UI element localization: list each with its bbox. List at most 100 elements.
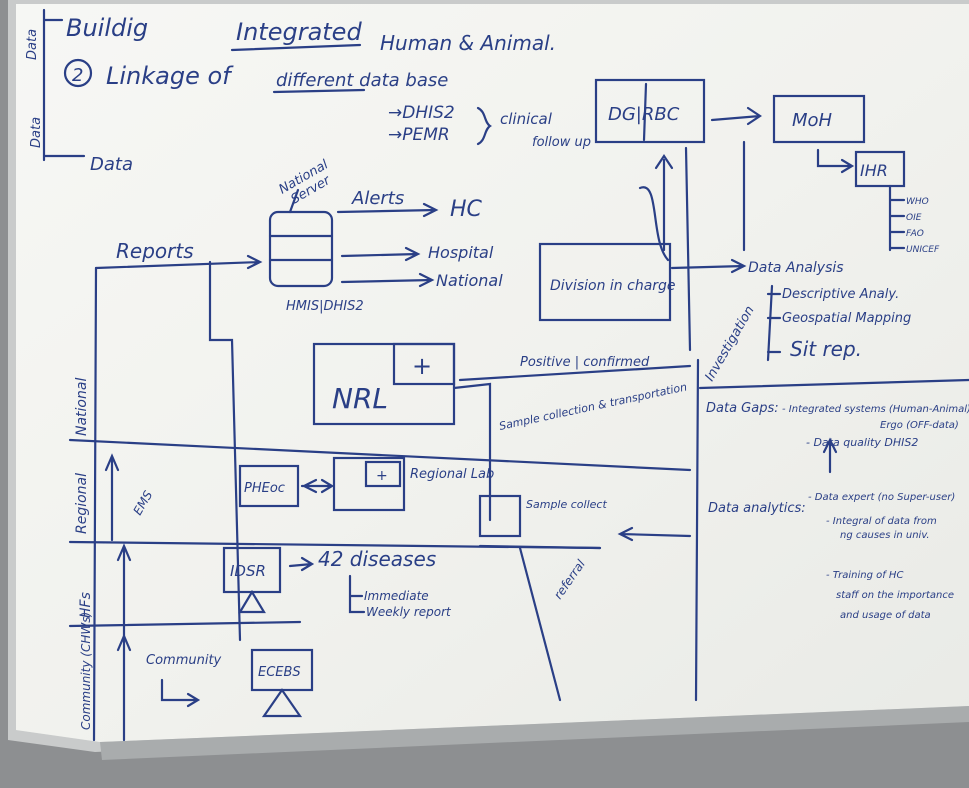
axis-arrow-3: [116, 633, 132, 742]
text-descriptive: Descriptive Analy.: [782, 287, 899, 302]
text-clinical: clinical: [500, 110, 553, 128]
text-hmis: HMIS|DHIS2: [286, 299, 364, 314]
text-ihr: IHR: [860, 161, 888, 180]
text-dg-rbc: DG|RBC: [608, 104, 680, 125]
text-integrated: Integrated: [236, 18, 362, 46]
text-moh: MoH: [792, 110, 833, 131]
text-ihr-4: UNICEF: [906, 245, 940, 255]
text-gap-2: - Data quality DHIS2: [806, 436, 918, 449]
text-analytics-3: - Training of HC: [826, 570, 903, 581]
positive-line: [458, 364, 692, 382]
arrow-dg-moh: [710, 106, 762, 126]
text-idsr: IDSR: [230, 562, 266, 580]
text-pemr: →PEMR: [388, 125, 450, 145]
arrow-national: [340, 272, 435, 288]
nrl-plus-box: [392, 342, 456, 386]
margin-bracket: [42, 8, 86, 162]
divider-national: [68, 438, 692, 472]
dg-divider: [642, 82, 648, 142]
marker-tray: [100, 706, 969, 760]
divider-hf: [68, 620, 302, 628]
arrow-up-dg: [654, 154, 674, 252]
text-nrl: NRL: [332, 382, 388, 415]
text-regional-lab: Regional Lab: [410, 467, 494, 482]
text-division: Division in charge: [550, 278, 676, 294]
arrow-moh-ihr: [816, 148, 855, 174]
arrow-diseases: [288, 556, 315, 572]
disease-branches: [348, 574, 366, 614]
text-analytics-1: - Data expert (no Super-user): [808, 492, 955, 503]
curl-line: [638, 186, 670, 262]
server-icon: [268, 210, 334, 288]
text-nrl-plus: +: [412, 352, 432, 380]
board-glare: [16, 4, 969, 742]
text-ihr-2: OIE: [906, 213, 922, 223]
moh-box: [772, 94, 866, 144]
regional-lab-plus: [364, 460, 402, 488]
report-line: [208, 260, 242, 642]
gaps-arrow: [822, 437, 838, 474]
text-sitrep: Sit rep.: [790, 337, 862, 361]
text-diseases: 42 diseases: [318, 547, 436, 571]
text-sample-collect: Sample collect: [526, 498, 607, 511]
underline-integrated: [230, 43, 362, 52]
sample-line: [452, 382, 492, 522]
ihr-branches: [888, 184, 906, 252]
text-number: 2: [72, 65, 83, 86]
text-followup: follow up: [532, 135, 591, 150]
text-ecebs: ECEBS: [258, 665, 301, 680]
text-regional-lab-plus: +: [376, 468, 388, 484]
text-dhis2: →DHIS2: [388, 103, 455, 123]
referral-line: [518, 546, 562, 702]
axis-arrow-1: [104, 453, 120, 542]
text-level-hfs: HFs: [78, 592, 94, 618]
text-analytics-2: - Integral of data from: [826, 516, 937, 527]
text-reports: Reports: [116, 239, 194, 263]
underline-different: [272, 88, 366, 94]
right-horizontal: [698, 378, 969, 390]
division-box: [538, 242, 672, 322]
text-level-national: National: [74, 378, 90, 436]
text-data-analytics: Data analytics:: [708, 501, 806, 516]
phemc-arrows: [300, 478, 335, 494]
server-shelves: [268, 234, 334, 262]
number-circle: [63, 58, 93, 88]
marker-strokes: [42, 8, 969, 742]
phemc-box: [238, 464, 300, 508]
text-hospital: Hospital: [428, 243, 494, 262]
text-ihr-3: FAO: [906, 229, 924, 239]
text-immediate: Immediate: [364, 589, 429, 603]
text-analytics-3b: staff on the importance: [836, 590, 954, 601]
text-linkage: Linkage of: [106, 62, 234, 90]
text-data-left: Data: [90, 154, 133, 175]
idsr-stand: [238, 589, 266, 614]
text-national-hosp: National: [436, 271, 503, 290]
text-buildig: Buildig: [66, 14, 148, 42]
arrow-reports: [94, 254, 263, 270]
text-analytics-2b: ng causes in univ.: [840, 530, 930, 541]
text-community: Community: [146, 653, 222, 668]
regional-lab-box: [332, 456, 406, 512]
idsr-return: [478, 544, 602, 550]
text-different-db: different data base: [276, 70, 448, 91]
text-data-gaps: Data Gaps:: [706, 401, 779, 416]
text-hc: HC: [450, 197, 483, 222]
text-human-animal: Human & Animal.: [380, 31, 556, 55]
left-vertical-1: [92, 266, 98, 742]
ecebs-stand: [261, 688, 303, 718]
community-arrow: [160, 678, 201, 708]
sample-box: [478, 494, 522, 538]
text-data-top: Data: [25, 29, 40, 60]
right-divider: [694, 358, 700, 702]
arrow-hc: [336, 202, 439, 218]
text-ihr-1: WHO: [906, 197, 929, 207]
text-gap-1b: Ergo (OFF-data): [880, 420, 959, 431]
brace: [476, 106, 492, 146]
axis-arrow-2: [116, 543, 132, 642]
arrow-data-analysis: [670, 258, 747, 274]
analysis-branches: [766, 284, 782, 362]
server-pointer: [288, 188, 300, 214]
ihr-box: [854, 150, 906, 188]
text-weekly: Weekly report: [366, 605, 452, 619]
